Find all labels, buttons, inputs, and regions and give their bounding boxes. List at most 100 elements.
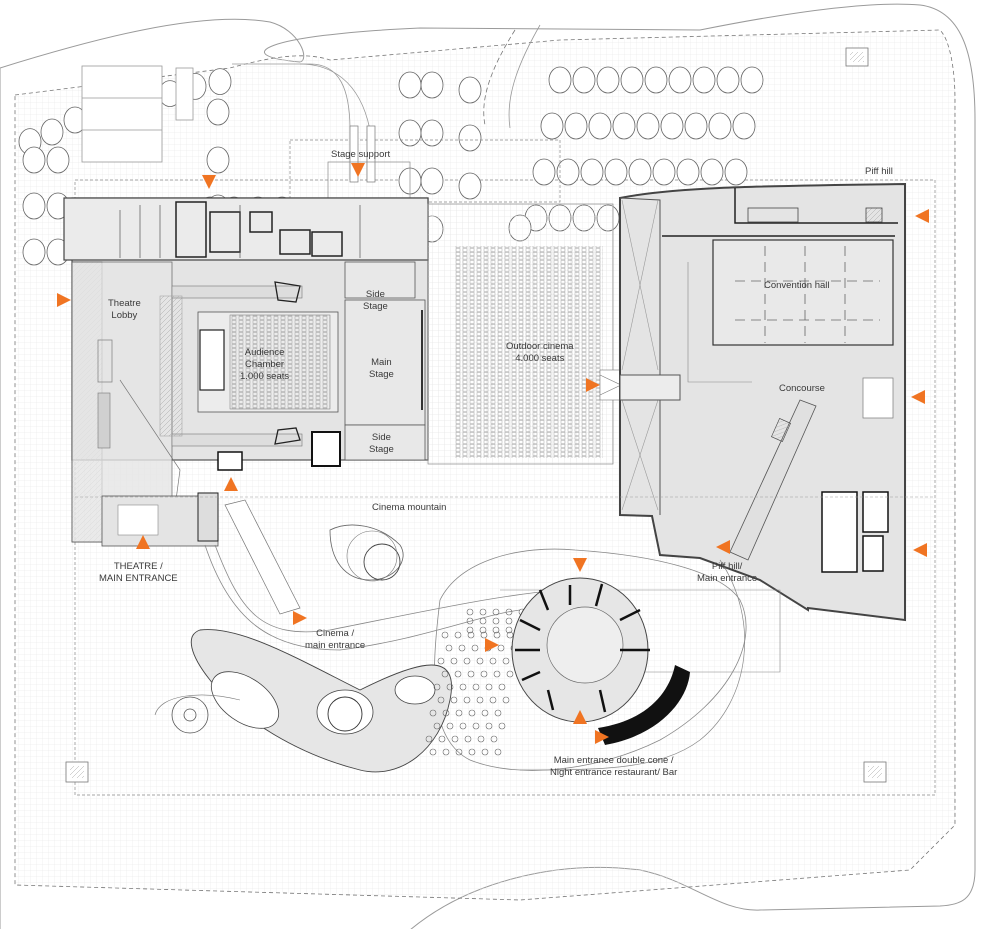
tree-icon [46,146,70,174]
tree-icon [458,76,482,104]
convention-building [619,182,906,622]
table-icon [492,626,500,634]
table-icon [492,617,500,625]
tree-icon [708,112,732,140]
stair-markers [65,47,887,783]
tree-icon [458,124,482,152]
entrance-marker-theatre-top [202,175,216,189]
tree-icon [40,118,64,146]
entrance-marker-stage-support [351,163,365,177]
entrance-marker-theatre-south [224,477,238,491]
tree-icon [548,66,572,94]
label-stage-support: Stage support [331,149,391,160]
entrance-marker-cone-bar [595,730,609,744]
entrance-marker-theatre-main [136,535,150,549]
table-icon [481,748,489,756]
label-cinema-main-entrance: Cinema / main entrance [305,628,366,651]
entrance-marker-cinema-main [293,611,307,625]
table-icon [437,696,445,704]
tree-icon [604,158,628,186]
table-icon [471,644,479,652]
table-icon [477,735,485,743]
tree-icon [596,66,620,94]
label-side-stage-top: Side Stage [363,289,388,312]
table-icon [476,696,484,704]
table-icon [485,683,493,691]
tree-icon [660,112,684,140]
label-convention-hall: Convention hall [764,280,830,291]
theatre-building [63,197,429,547]
tree-icon [684,112,708,140]
table-icon [455,748,463,756]
tree-icon [636,112,660,140]
tree-icon [420,71,444,99]
label-double-cone-entrance: Main entrance double cone / Night entran… [550,755,678,778]
table-icon [425,735,433,743]
table-icon [466,626,474,634]
label-main-stage: Main Stage [369,357,394,380]
entrance-marker-cone-south [573,710,587,724]
table-icon [481,709,489,717]
table-icon [441,631,449,639]
entrance-marker-cone-north [573,558,587,572]
table-icon [502,696,510,704]
tree-icon [420,119,444,147]
entrance-marker-convention-east-bottom [913,543,927,557]
table-icon [493,670,501,678]
tree-icon [398,119,422,147]
tree-icon [740,66,764,94]
table-icon [472,683,480,691]
tree-icon [540,112,564,140]
table-icon [446,683,454,691]
table-icon [458,644,466,652]
table-icon [485,722,493,730]
cinema-island [154,629,452,773]
label-side-stage-bottom: Side Stage [369,432,394,455]
tree-icon [716,66,740,94]
table-icon [455,709,463,717]
label-concourse: Concourse [779,383,825,394]
table-icon [489,696,497,704]
tree-icon [206,146,230,174]
table-icon [480,670,488,678]
table-icon [479,626,487,634]
tree-icon [22,192,46,220]
tree-icon [398,71,422,99]
tree-icon [420,167,444,195]
table-icon [454,670,462,678]
table-icon [450,657,458,665]
table-icon [451,735,459,743]
label-audience-chamber: Audience Chamber 1.000 seats [240,347,290,382]
table-icon [476,657,484,665]
entrance-markers [57,163,929,744]
entrance-marker-piff-hill-main [716,540,730,554]
entrance-marker-cone-west [485,638,499,652]
entrance-marker-convention-east-mid [911,390,925,404]
table-icon [472,722,480,730]
table-icon [459,683,467,691]
tree-icon [700,158,724,186]
tree-icon [206,98,230,126]
tree-icon [458,172,482,200]
tree-icon [676,158,700,186]
tree-icon [668,66,692,94]
table-icon [494,748,502,756]
table-icon [489,657,497,665]
double-cone-building [511,577,690,745]
tree-icon [612,112,636,140]
table-icon [454,631,462,639]
table-icon [466,608,474,616]
tree-icon [564,112,588,140]
tree-icon [652,158,676,186]
table-icon [497,644,505,652]
label-outdoor-cinema: Outdoor cinema 4.000 seats [506,341,574,364]
tree-icon [572,66,596,94]
table-icon [498,683,506,691]
tree-icon [724,158,748,186]
table-icon [459,722,467,730]
table-icon [505,617,513,625]
label-theatre-main-entrance: THEATRE / MAIN ENTRANCE [99,561,178,584]
table-icon [502,657,510,665]
table-icon [468,748,476,756]
